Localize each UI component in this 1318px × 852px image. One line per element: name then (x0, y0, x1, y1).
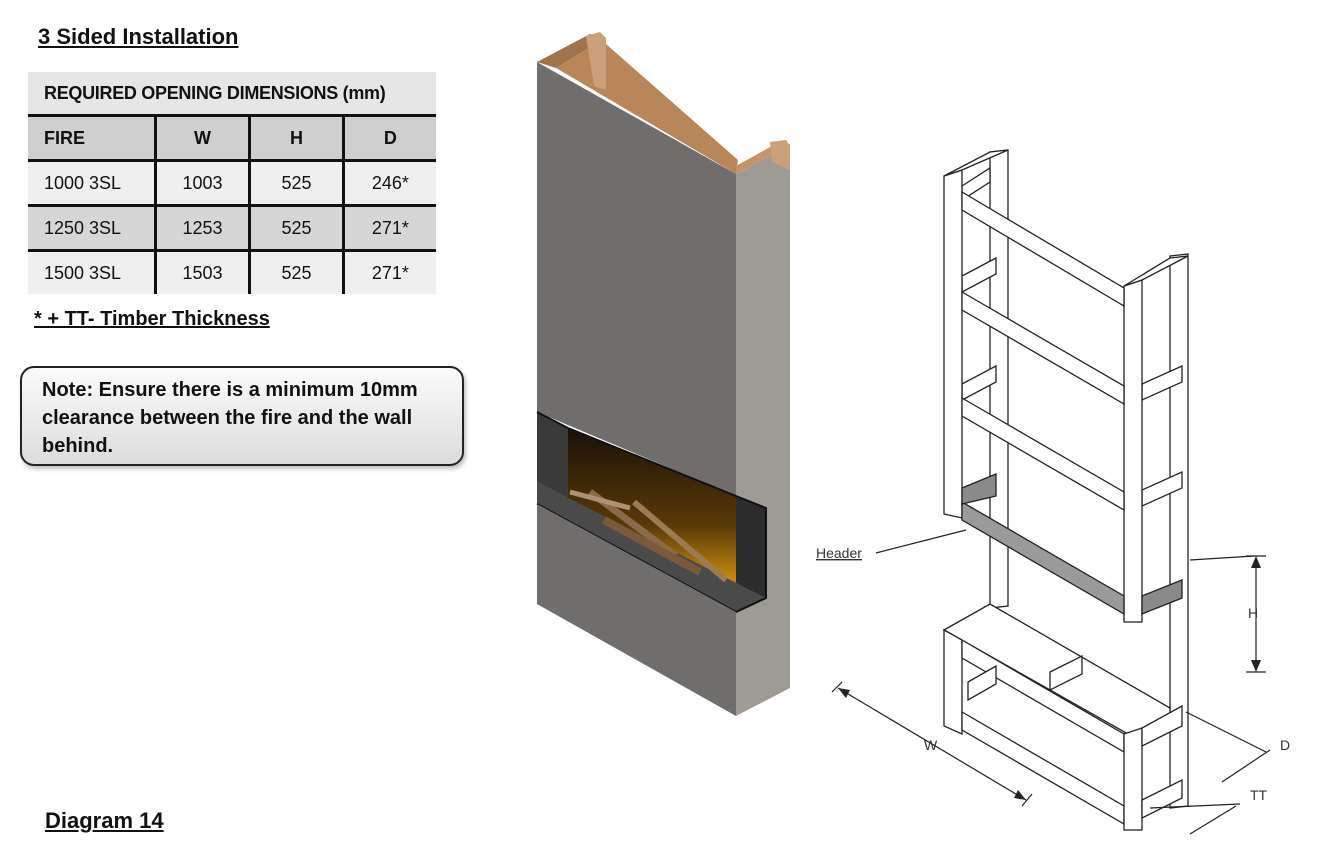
diagram-label: Diagram 14 (45, 808, 164, 833)
header-h: H (248, 115, 344, 162)
header-d: D (341, 115, 436, 162)
header-label: Header (816, 545, 862, 561)
d-label: D (1280, 737, 1290, 753)
dimension-arrowheads (838, 556, 1261, 800)
cell-w: 1003 (153, 160, 250, 207)
w-label: W (924, 737, 938, 753)
table-caption: REQUIRED OPENING DIMENSIONS (mm) (28, 72, 436, 117)
header-fire: FIRE (28, 115, 156, 162)
table-row: 1250 3SL 1253 525 271* (28, 205, 436, 252)
cell-w: 1253 (153, 205, 250, 252)
h-label: H (1248, 605, 1258, 621)
section-title: 3 Sided Installation (38, 24, 239, 49)
cell-d: 271* (341, 250, 436, 294)
fire-logs (569, 489, 728, 583)
cell-fire: 1500 3SL (28, 250, 156, 294)
cell-d: 246* (341, 160, 436, 207)
dimension-lines (831, 529, 1271, 835)
tt-label: TT (1250, 787, 1268, 803)
cell-d: 271* (341, 205, 436, 252)
cell-h: 525 (248, 250, 344, 294)
cell-fire: 1000 3SL (28, 160, 156, 207)
cell-h: 525 (248, 160, 344, 207)
table-row: 1000 3SL 1003 525 246* (28, 160, 436, 207)
dimensions-table: REQUIRED OPENING DIMENSIONS (mm) FIRE W … (28, 72, 436, 294)
timber-thickness-footnote: * + TT- Timber Thickness (34, 308, 270, 330)
table-row: 1500 3SL 1503 525 271* (28, 250, 436, 294)
cell-h: 525 (248, 205, 344, 252)
cell-fire: 1250 3SL (28, 205, 156, 252)
cell-w: 1503 (153, 250, 250, 294)
timber-frame-drawing (942, 149, 1189, 831)
clearance-note: Note: Ensure there is a minimum 10mm cle… (20, 366, 464, 466)
header-w: W (153, 115, 250, 162)
fireplace-wall-render (536, 32, 790, 716)
